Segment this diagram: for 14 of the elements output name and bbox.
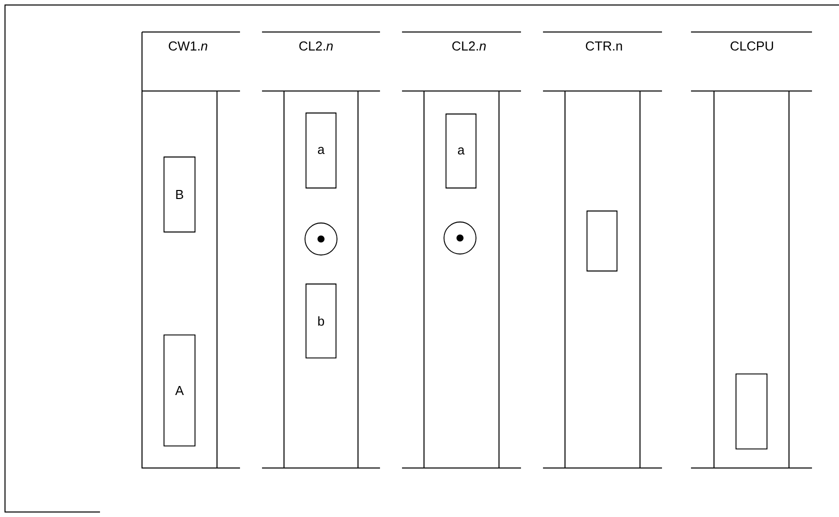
module-label: CTR.n <box>586 41 622 51</box>
module-label: CL2.n <box>452 41 486 51</box>
module-box: a <box>306 112 336 188</box>
module-label: CL2.n <box>299 41 333 51</box>
module-label: CLCPU <box>730 41 774 51</box>
module-box: B <box>164 156 196 232</box>
module-box: a <box>446 114 476 188</box>
module-box <box>586 210 618 272</box>
module-label: CW1.n <box>168 41 208 51</box>
socket-symbol <box>444 222 476 254</box>
module-box: A <box>164 334 196 446</box>
module-box: b <box>306 284 336 358</box>
socket-symbol <box>304 222 338 256</box>
module-box <box>736 374 768 450</box>
